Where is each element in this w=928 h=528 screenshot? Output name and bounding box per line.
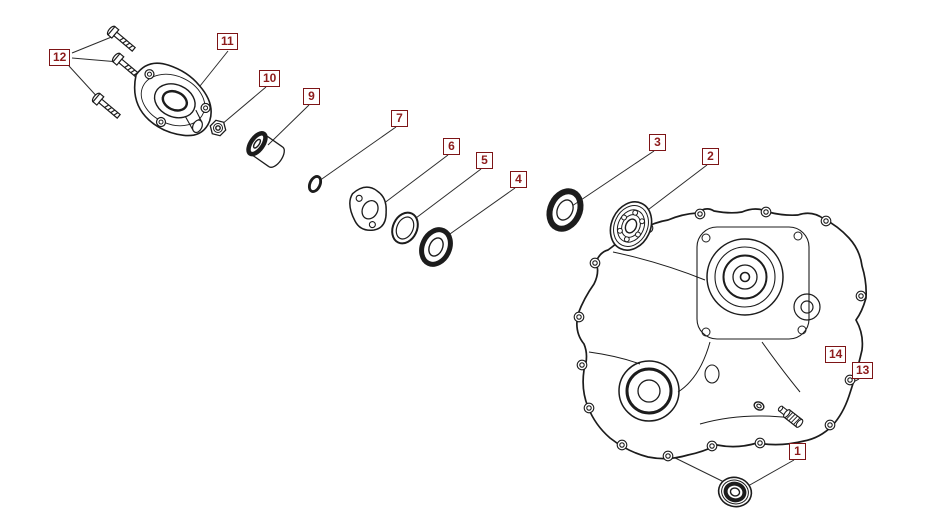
housing-boss xyxy=(701,327,711,337)
housing-boss xyxy=(701,233,711,243)
part-crankcase-cover xyxy=(573,206,868,462)
part-bearing-2 xyxy=(609,201,653,251)
leader-line-6 xyxy=(382,154,449,205)
secondary-boss-outer xyxy=(793,293,821,321)
leader-line-10 xyxy=(220,86,267,126)
part-seal-5 xyxy=(391,211,419,245)
part-pin-13 xyxy=(777,405,804,428)
housing-boss xyxy=(797,325,807,335)
leader-line-7 xyxy=(318,126,397,182)
leader-line-3 xyxy=(571,150,655,207)
main-bore-ring-4 xyxy=(732,264,758,290)
bearing-housing-contour xyxy=(696,226,810,340)
part-collar-4 xyxy=(419,227,453,267)
casting-detail-oval xyxy=(704,364,720,384)
casting-ribs xyxy=(588,251,801,425)
housing-boss xyxy=(793,231,803,241)
secondary-boss-inner xyxy=(800,300,814,314)
part-bearing-1 xyxy=(717,476,753,508)
leader-line-12 xyxy=(71,35,115,54)
bolt xyxy=(111,52,142,79)
part-oil-seal-3 xyxy=(546,188,584,232)
main-bore-ring-3 xyxy=(722,254,768,300)
main-bore-boss xyxy=(706,238,784,316)
leader-line-1 xyxy=(747,459,795,487)
lower-opening-inner xyxy=(637,379,661,403)
part-gasket-plate-6 xyxy=(349,186,387,232)
leader-line-11 xyxy=(199,50,229,87)
crankcase-outline xyxy=(576,208,868,460)
leader-line-4 xyxy=(439,187,516,242)
main-bore-center xyxy=(739,271,751,283)
leader-line-9 xyxy=(267,104,310,146)
leader-line-12 xyxy=(71,57,120,63)
part-nut-10 xyxy=(209,119,227,137)
main-bore-ring-2 xyxy=(714,246,776,308)
leader-line-5 xyxy=(407,168,482,225)
lower-opening-ring xyxy=(625,367,673,415)
bolt xyxy=(91,92,122,119)
part-oring-7 xyxy=(307,175,323,193)
bolt xyxy=(106,25,137,52)
part-washer-14 xyxy=(753,401,765,411)
part-bushing-9 xyxy=(246,131,285,168)
part-bolts-12 xyxy=(91,25,142,119)
part-cover-flange-11 xyxy=(133,62,212,137)
